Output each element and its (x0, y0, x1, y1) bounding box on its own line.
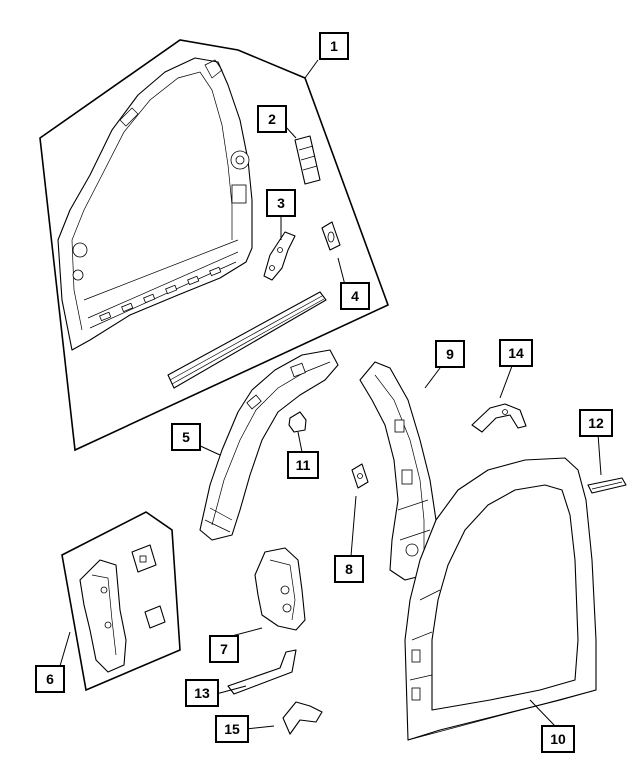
svg-text:14: 14 (508, 345, 524, 361)
hinge-pillar-part (79, 559, 127, 673)
strap-part (227, 649, 297, 695)
door-aperture-outer-part (404, 457, 597, 741)
svg-text:9: 9 (446, 346, 454, 362)
callout-15: 15 (215, 715, 249, 743)
group-6-outline (61, 511, 181, 692)
callout-12: 12 (579, 409, 613, 437)
callout-7: 7 (209, 635, 239, 663)
callout-6: 6 (35, 665, 65, 693)
bracket-part (263, 231, 296, 281)
callout-4: 4 (340, 282, 370, 310)
svg-text:7: 7 (220, 641, 228, 657)
svg-text:10: 10 (550, 731, 566, 747)
svg-text:6: 6 (46, 671, 54, 687)
trim-strip-part (587, 477, 627, 494)
cowl-side-part (254, 547, 306, 631)
svg-text:5: 5 (182, 429, 190, 445)
callout-2: 2 (257, 105, 287, 133)
svg-text:15: 15 (224, 721, 240, 737)
small-hinge-block-b (144, 605, 166, 629)
svg-text:2: 2 (268, 111, 276, 127)
callout-1: 1 (319, 32, 349, 60)
callout-5: 5 (171, 423, 201, 451)
callout-9: 9 (435, 340, 465, 368)
sill-slots (99, 266, 222, 322)
rocker-sill-part (167, 291, 327, 389)
callout-14: 14 (499, 339, 533, 367)
callout-13: 13 (185, 679, 219, 707)
small-hinge-block-a (131, 544, 157, 573)
small-block-part (288, 411, 307, 433)
svg-text:8: 8 (345, 561, 353, 577)
small-bracket-part (351, 463, 369, 489)
callout-8: 8 (334, 555, 364, 583)
bracket-14-part (471, 403, 527, 433)
reinforcement-plate-part (294, 135, 321, 185)
svg-text:1: 1 (330, 38, 338, 54)
callout-3: 3 (266, 189, 296, 217)
svg-text:3: 3 (277, 195, 285, 211)
a-pillar-part (199, 349, 339, 541)
svg-text:13: 13 (194, 685, 210, 701)
callout-11: 11 (287, 451, 319, 479)
svg-text:4: 4 (351, 288, 359, 304)
svg-text:11: 11 (296, 457, 311, 473)
callout-10: 10 (541, 725, 575, 753)
svg-text:12: 12 (588, 415, 604, 431)
bracket-15-part (282, 701, 323, 735)
small-clip-part (321, 221, 341, 251)
body-side-aperture-part (57, 57, 253, 351)
